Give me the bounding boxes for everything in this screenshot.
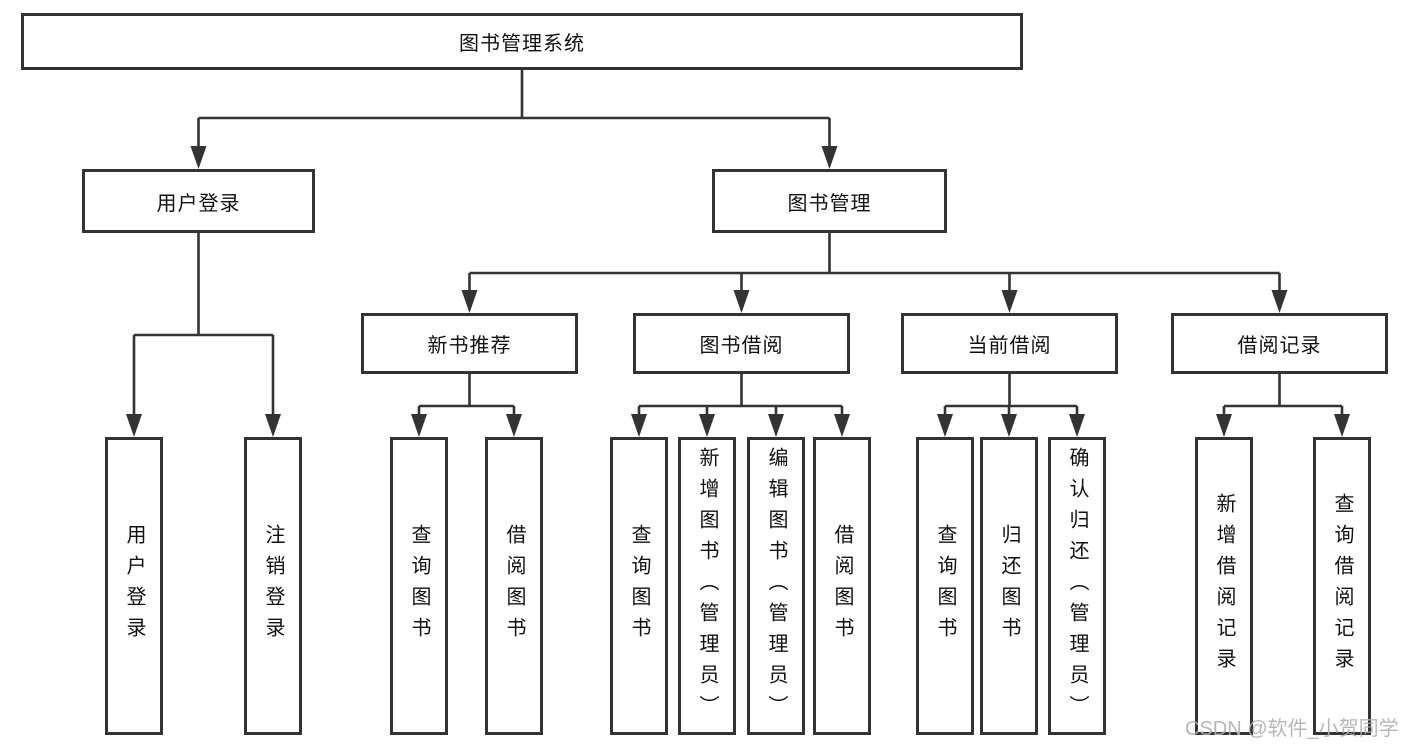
node-current-borrowing: 当前借阅 bbox=[901, 313, 1118, 374]
node-library-system: 图书管理系统 bbox=[21, 13, 1023, 70]
csdn-watermark: CSDN @软件_小贺同学 bbox=[1185, 718, 1399, 740]
node-label: 用户登录 bbox=[123, 524, 145, 648]
node-label: 查询图书 bbox=[408, 524, 430, 648]
node-borrowing-records: 借阅记录 bbox=[1171, 313, 1388, 374]
node-return-book: 归还图书 bbox=[980, 437, 1038, 735]
node-add-borrow-record: 新增借阅记录 bbox=[1195, 437, 1253, 735]
node-user-login: 用户登录 bbox=[82, 169, 315, 233]
node-label: 查询借阅记录 bbox=[1331, 493, 1353, 679]
node-borrow-books-recommend: 借阅图书 bbox=[485, 437, 543, 735]
node-label: 查询图书 bbox=[628, 524, 650, 648]
node-borrow-books: 借阅图书 bbox=[813, 437, 871, 735]
node-label: 图书管理系统 bbox=[459, 33, 585, 55]
node-label: 编辑图书（管理员） bbox=[765, 446, 787, 726]
node-label: 新书推荐 bbox=[427, 335, 512, 357]
node-label: 借阅记录 bbox=[1237, 335, 1322, 357]
node-logout: 注销登录 bbox=[244, 437, 302, 735]
node-label: 图书借阅 bbox=[699, 335, 784, 357]
node-label: 图书管理 bbox=[787, 192, 872, 215]
node-user-login-leaf: 用户登录 bbox=[105, 437, 163, 735]
node-label: 用户登录 bbox=[156, 192, 241, 215]
node-query-books-borrow: 查询图书 bbox=[610, 437, 668, 735]
node-label: 确认归还（管理员） bbox=[1066, 446, 1088, 726]
node-label: 当前借阅 bbox=[967, 335, 1052, 357]
node-query-books-current: 查询图书 bbox=[916, 437, 974, 735]
connector-paths bbox=[132, 69, 1344, 420]
node-book-management: 图书管理 bbox=[712, 169, 947, 233]
node-label: 注销登录 bbox=[262, 524, 284, 648]
node-query-borrow-record: 查询借阅记录 bbox=[1313, 437, 1371, 735]
node-book-borrowing: 图书借阅 bbox=[633, 313, 850, 374]
node-label: 新增图书（管理员） bbox=[696, 446, 718, 726]
node-new-book-recommendation: 新书推荐 bbox=[361, 313, 578, 374]
node-label: 新增借阅记录 bbox=[1213, 493, 1235, 679]
node-add-book-admin: 新增图书（管理员） bbox=[678, 437, 736, 735]
node-label: 借阅图书 bbox=[831, 524, 853, 648]
node-label: 归还图书 bbox=[998, 524, 1020, 648]
arrowheads bbox=[126, 146, 1350, 437]
node-confirm-return-admin: 确认归还（管理员） bbox=[1048, 437, 1106, 735]
node-edit-book-admin: 编辑图书（管理员） bbox=[747, 437, 805, 735]
node-query-books-recommend: 查询图书 bbox=[390, 437, 448, 735]
node-label: 查询图书 bbox=[934, 524, 956, 648]
node-label: 借阅图书 bbox=[503, 524, 525, 648]
